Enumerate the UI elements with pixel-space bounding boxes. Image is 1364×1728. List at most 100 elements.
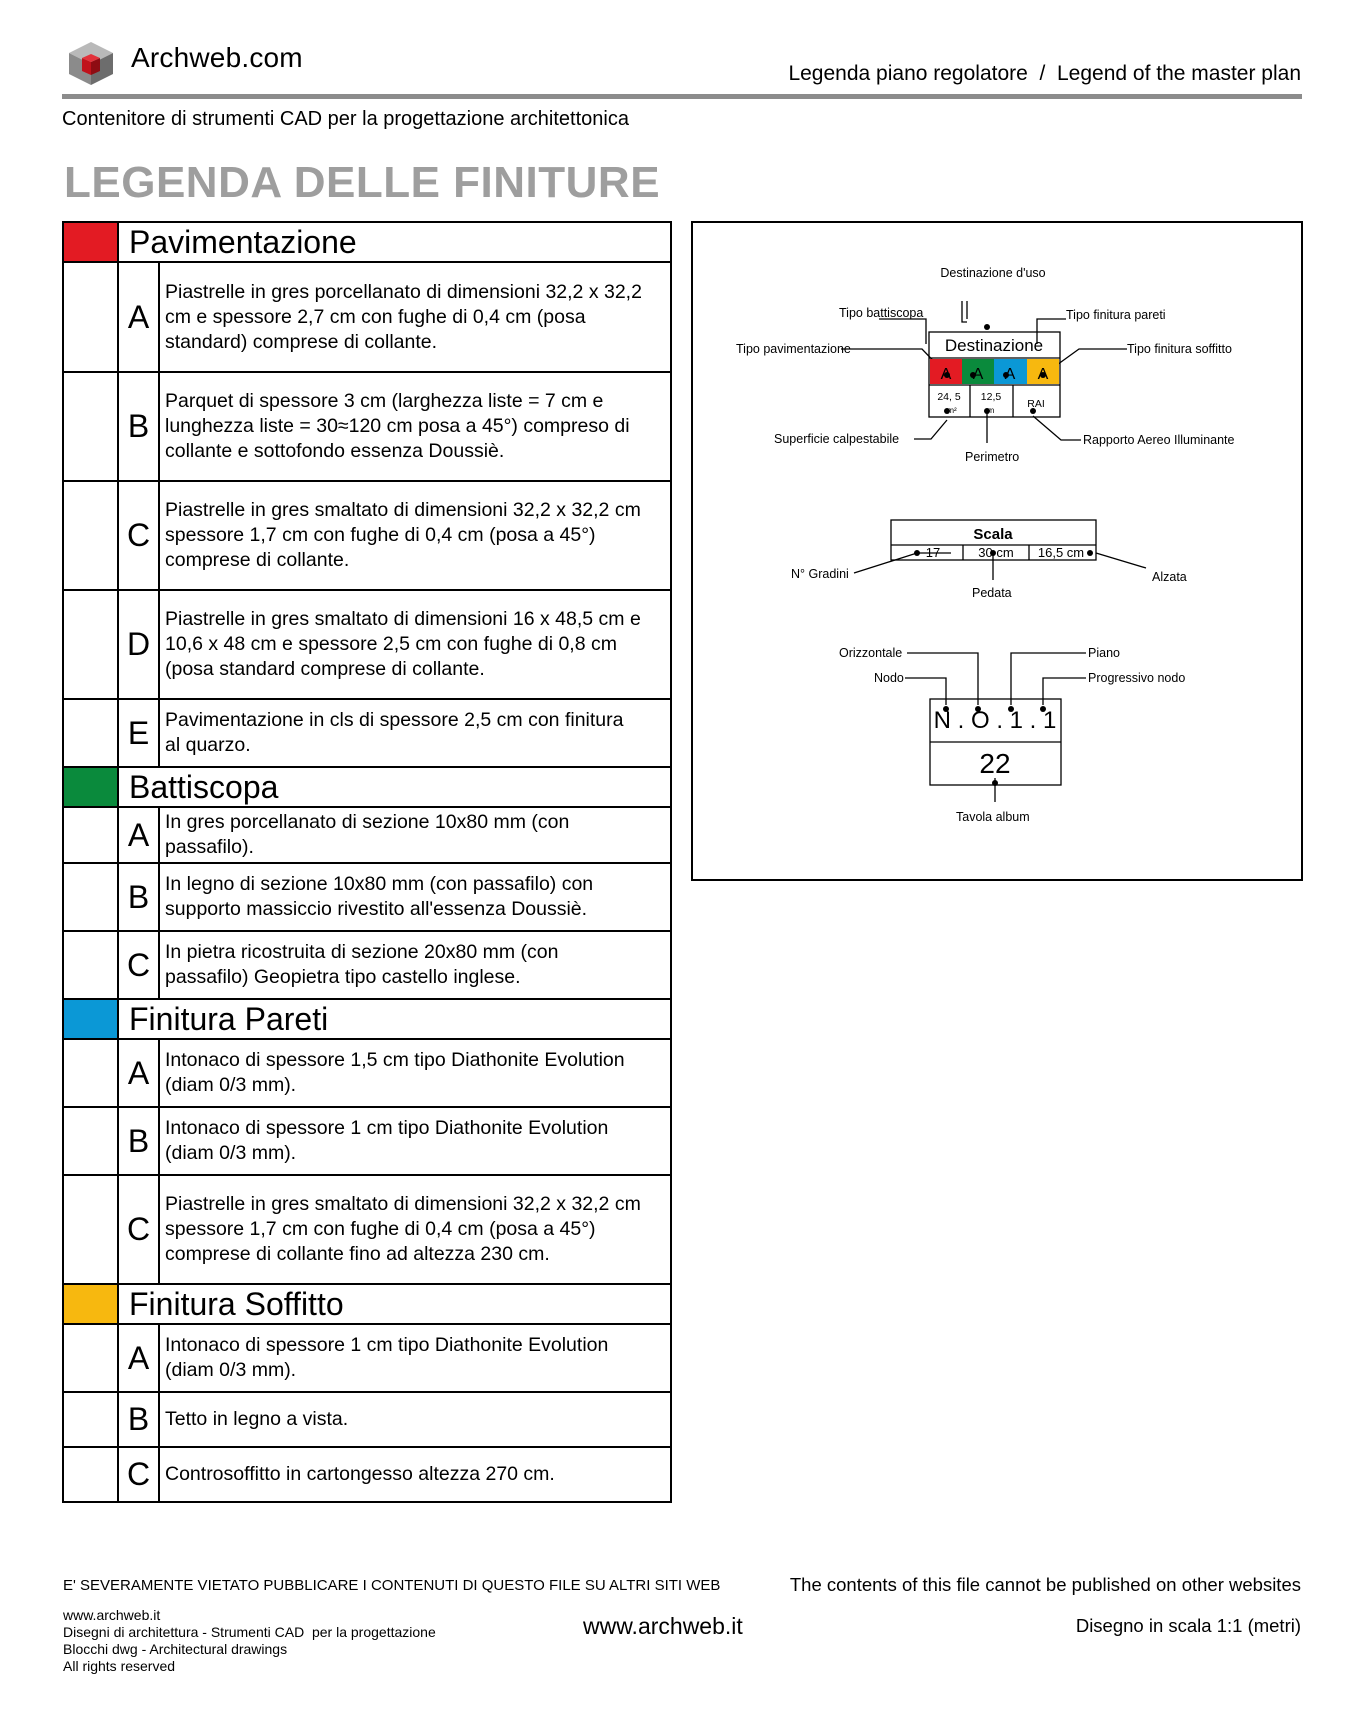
row-description: In gres porcellanato di sezione 10x80 mm… <box>165 811 570 858</box>
page-title: LEGENDA DELLE FINITURE <box>64 158 661 207</box>
color-swatch <box>64 1000 119 1038</box>
row-description: Piastrelle in gres smaltato di dimension… <box>165 608 641 680</box>
row-description: Intonaco di spessore 1 cm tipo Diathonit… <box>165 1334 609 1381</box>
row-description: Tetto in legno a vista. <box>165 1408 349 1430</box>
color-swatch <box>64 768 119 806</box>
label-skirting-type: Tipo battiscopa <box>839 306 923 320</box>
footer-scale-note: Disegno in scala 1:1 (metri) <box>1075 1615 1301 1636</box>
section-header-pavimentazione: Pavimentazione <box>64 223 670 263</box>
floor-color-cell <box>930 359 962 384</box>
ceiling-color-cell <box>1027 359 1059 384</box>
footer-warning-italian: E' SEVERAMENTE VIETATO PUBBLICARE I CONT… <box>63 1577 721 1594</box>
footer-website: www.archweb.it <box>583 1613 743 1639</box>
footer-credit-line: www.archweb.it <box>63 1607 161 1623</box>
label-walkable-surface: Superficie calpestabile <box>774 432 899 446</box>
label-riser: Alzata <box>1152 570 1187 584</box>
row-letter: E <box>119 700 160 766</box>
label-walls-finish: Tipo finitura pareti <box>1066 308 1166 322</box>
archweb-logo-icon <box>69 42 113 85</box>
row-description: Piastrelle in gres smaltato di dimension… <box>165 1193 641 1265</box>
row-letter: A <box>119 263 160 371</box>
area-value: 24, 5 <box>937 391 961 403</box>
row-description: In legno di sezione 10x80 mm (con passaf… <box>165 873 594 920</box>
label-rai: Rapporto Aereo Illuminante <box>1083 433 1235 447</box>
area-unit: m² <box>947 406 957 415</box>
row-letter: A <box>119 1040 160 1106</box>
legend-key-drawing: Destinazione d'uso Tipo battiscopa Tipo … <box>736 266 1235 824</box>
footer-credit-line: All rights reserved <box>63 1658 176 1674</box>
label-album-sheet: Tavola album <box>956 810 1030 824</box>
label-tread: Pedata <box>972 586 1012 600</box>
footer-credit-line: Blocchi dwg - Architectural drawings <box>63 1641 288 1657</box>
section-title: Finitura Pareti <box>129 1001 329 1037</box>
label-floor-level: Piano <box>1088 646 1120 660</box>
section-title: Pavimentazione <box>129 224 357 260</box>
row-description: Intonaco di spessore 1 cm tipo Diathonit… <box>165 1117 609 1164</box>
row-letter: A <box>119 1325 160 1391</box>
row-description: In pietra ricostruita di sezione 20x80 m… <box>165 941 559 988</box>
rai-value: RAI <box>1027 398 1045 410</box>
row-letter: B <box>119 864 160 930</box>
row-letter: B <box>119 1393 160 1446</box>
row-letter: C <box>119 932 160 998</box>
perimeter-value: 12,5 <box>981 391 1002 403</box>
row-letter: C <box>119 482 160 589</box>
brand-name: Archweb.com <box>131 42 303 73</box>
color-swatch <box>64 1285 119 1323</box>
label-ceiling-finish: Tipo finitura soffitto <box>1127 342 1232 356</box>
label-destination: Destinazione d'uso <box>940 266 1045 280</box>
floor-code: A <box>941 366 952 383</box>
footer-credits: www.archweb.it Disegni di architettura -… <box>63 1607 436 1675</box>
skirting-color-cell <box>962 359 994 384</box>
row-description: Pavimentazione in cls di spessore 2,5 cm… <box>165 709 624 756</box>
row-description: Controsoffitto in cartongesso altezza 27… <box>165 1463 555 1485</box>
section-header-battiscopa: Battiscopa <box>64 768 670 808</box>
subtitle: Contenitore di strumenti CAD per la prog… <box>62 108 629 130</box>
row-description: Piastrelle in gres porcellanato di dimen… <box>165 280 642 353</box>
label-node: Nodo <box>874 671 904 685</box>
row-description: Intonaco di spessore 1,5 cm tipo Diathon… <box>165 1049 625 1096</box>
header-document-title: Legenda piano regolatore / Legend of the… <box>788 62 1301 85</box>
row-letter: C <box>119 1176 160 1283</box>
node-number: 22 <box>979 748 1010 779</box>
label-progressive-node: Progressivo nodo <box>1088 671 1185 685</box>
skirting-code: A <box>973 366 984 383</box>
section-header-finitura-pareti: Finitura Pareti <box>64 1000 670 1040</box>
footer-warning-english: The contents of this file cannot be publ… <box>789 1574 1301 1595</box>
node-code: N . O . 1 . 1 <box>934 707 1057 734</box>
row-description: Parquet di spessore 3 cm (larghezza list… <box>165 390 630 462</box>
header-divider <box>62 94 1302 99</box>
footer-credit-line: Disegni di architettura - Strumenti CAD … <box>63 1624 436 1640</box>
color-swatch <box>64 223 119 261</box>
section-title: Finitura Soffitto <box>129 1286 344 1322</box>
walls-code: A <box>1005 366 1016 383</box>
ceiling-code: A <box>1038 366 1049 383</box>
stair-steps-value: 17 <box>926 545 940 560</box>
stair-tread-value: 30 cm <box>978 545 1013 560</box>
perimeter-unit: m <box>988 406 995 415</box>
section-title: Battiscopa <box>129 769 279 805</box>
stair-title: Scala <box>973 526 1013 543</box>
row-letter: B <box>119 373 160 480</box>
label-floor-type: Tipo pavimentazione <box>736 342 851 356</box>
row-letter: B <box>119 1108 160 1174</box>
row-letter: A <box>119 808 160 862</box>
row-description: Piastrelle in gres smaltato di dimension… <box>165 499 641 571</box>
legend-key-diagram: Destinazione d'uso Tipo battiscopa Tipo … <box>691 221 1303 881</box>
label-horizontal: Orizzontale <box>839 646 902 660</box>
walls-color-cell <box>994 359 1027 384</box>
row-letter: C <box>119 1448 160 1501</box>
